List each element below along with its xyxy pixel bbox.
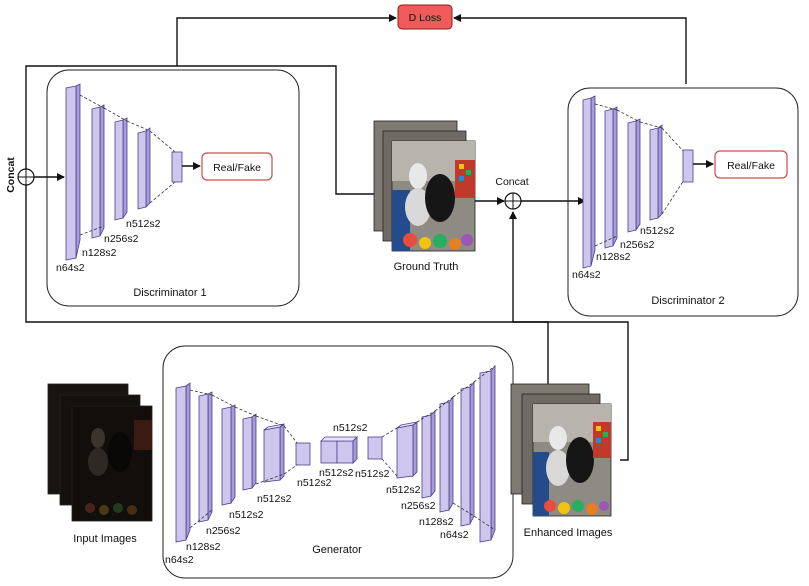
d2-layer-label-3: n256s2 xyxy=(620,239,655,251)
enhanced-images-caption: Enhanced Images xyxy=(524,527,613,539)
gen-dec-label-4: n128s2 xyxy=(419,516,454,528)
enhanced-images-stack: Enhanced Images xyxy=(510,383,613,539)
gen-dec-label-3: n256s2 xyxy=(401,500,436,512)
discriminator-1-title: Discriminator 1 xyxy=(133,287,206,299)
input-images-stack: Input Images xyxy=(47,383,153,545)
discriminator-2-frame xyxy=(567,87,799,317)
gen-dec-label-5: n64s2 xyxy=(440,529,469,541)
gen-enc-label-5: n512s2 xyxy=(257,493,292,505)
d1-layer-label-1: n64s2 xyxy=(56,262,85,274)
d1-layer-label-3: n256s2 xyxy=(104,233,139,245)
concat-mid-label: Concat xyxy=(495,176,528,188)
d-loss-label: D Loss xyxy=(409,12,442,24)
gen-dec-label-1: n512s2 xyxy=(355,468,390,480)
ground-truth-stack: Ground Truth xyxy=(373,120,476,273)
gen-bottleneck-label-3: n512s2 xyxy=(319,467,354,479)
ground-truth-caption: Ground Truth xyxy=(394,261,459,273)
gen-bottleneck-label-1: n512s2 xyxy=(297,477,332,489)
d2-to-loss-wire xyxy=(453,14,687,84)
gen-bottleneck-label-2: n512s2 xyxy=(333,422,368,434)
gen-enc-label-2: n128s2 xyxy=(186,541,221,553)
input-image xyxy=(71,405,153,522)
discriminator-1-frame xyxy=(46,69,300,307)
discriminator-1-output-box xyxy=(201,152,273,181)
concat-mid-node: Concat xyxy=(495,176,529,210)
gen-enc-label-3: n256s2 xyxy=(206,525,241,537)
concat-left-label: Concat xyxy=(5,157,17,193)
discriminator-1-output-label: Real/Fake xyxy=(213,162,261,174)
input-images-caption: Input Images xyxy=(73,533,137,545)
d1-layer-label-2: n128s2 xyxy=(82,247,117,259)
generator-title: Generator xyxy=(312,544,362,556)
concat-left-node: Concat xyxy=(5,157,35,193)
d2-layer-label-4: n512s2 xyxy=(640,225,675,237)
discriminator-2: Real/Fake n64s2 n128s2 n256s2 n512s2 Dis… xyxy=(567,87,799,317)
gt-to-concat-left-wire xyxy=(25,65,376,195)
enhanced-image xyxy=(532,403,612,517)
enhanced-to-concat-mid-wire xyxy=(509,211,629,461)
d1-to-loss-wire xyxy=(176,14,397,66)
d2-layer-label-1: n64s2 xyxy=(572,269,601,281)
discriminator-2-title: Discriminator 2 xyxy=(651,295,724,307)
ground-truth-image xyxy=(391,140,476,252)
d-loss-node: D Loss xyxy=(397,4,453,30)
enhanced-to-concat-left-wire xyxy=(25,185,549,384)
d1-layer-label-4: n512s2 xyxy=(126,218,161,230)
gen-enc-label-4: n512s2 xyxy=(229,509,264,521)
discriminator-2-output-label: Real/Fake xyxy=(727,160,775,172)
discriminator-1: Real/Fake n64s2 n128s2 n256s2 n512s2 Dis… xyxy=(46,69,300,307)
generator: n64s2 n128s2 n256s2 n512s2 n512s2 n512s2… xyxy=(162,345,514,579)
d2-layer-label-2: n128s2 xyxy=(596,251,631,263)
gen-dec-label-2: n512s2 xyxy=(386,484,421,496)
discriminator-2-output-box xyxy=(714,150,788,179)
gen-enc-label-1: n64s2 xyxy=(165,554,194,566)
